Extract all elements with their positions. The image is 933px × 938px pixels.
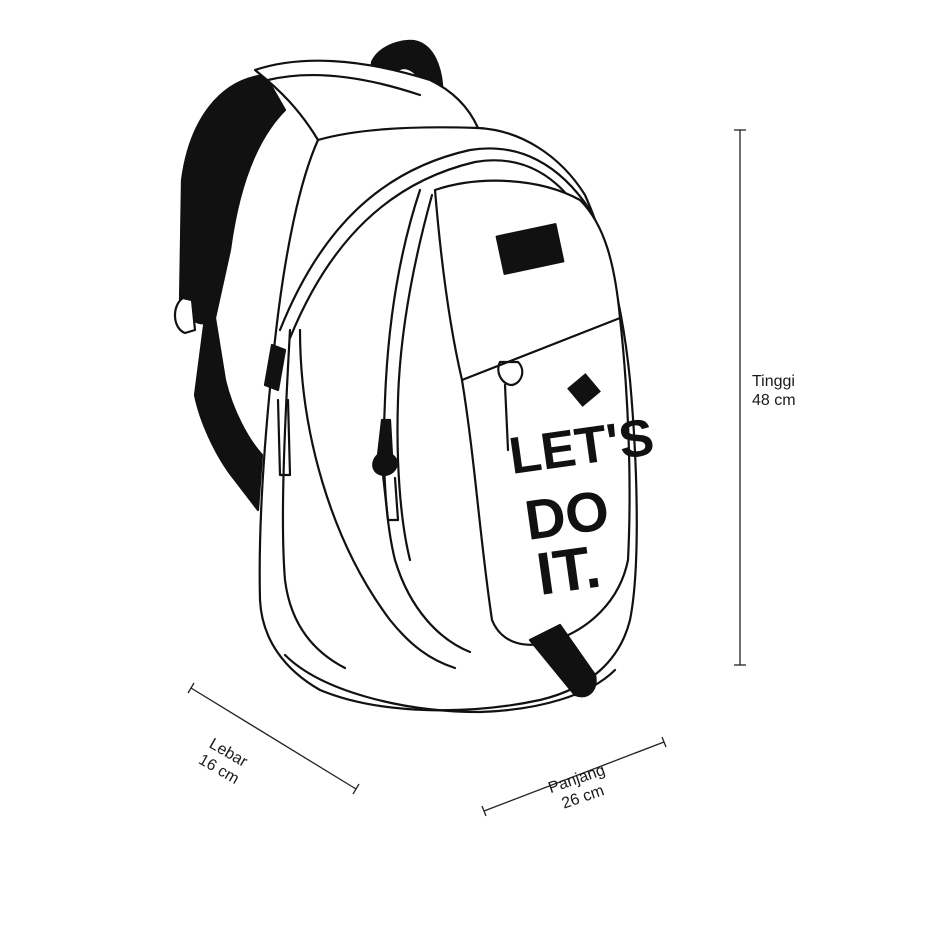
height-dimension-line: [734, 129, 746, 666]
strap-buckle: [173, 296, 197, 335]
print-line-3: IT.: [532, 533, 604, 608]
height-label-value: 48 cm: [752, 392, 796, 409]
height-label-name: Tinggi: [752, 373, 795, 390]
print-logo: [567, 373, 601, 407]
front-zipper: [278, 147, 592, 332]
width-dimension-line: [187, 682, 360, 795]
shoulder-strap-left: [178, 73, 287, 325]
front-pocket: [433, 179, 622, 382]
brand-patch: [495, 223, 565, 275]
print-line-2: DO: [521, 478, 613, 552]
zipper-pull-1: [497, 360, 524, 387]
length-dimension-line: [481, 736, 667, 817]
height-label: Tinggi 48 cm: [752, 372, 796, 410]
back-panel: [253, 59, 480, 142]
shoulder-strap-lower: [193, 316, 264, 512]
zipper-pull-2: [372, 418, 398, 477]
zipper-pull-3: [263, 343, 287, 392]
